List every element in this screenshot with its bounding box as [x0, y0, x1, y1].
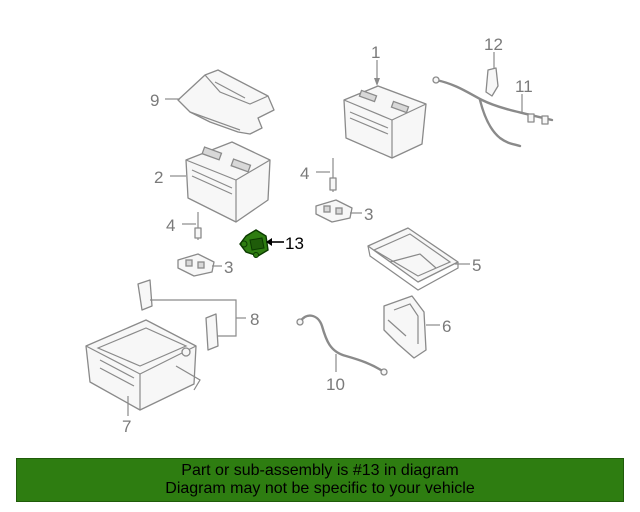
part-4-hold-down-bolt-left[interactable] [194, 212, 202, 240]
callout-10: 10 [326, 375, 345, 394]
part-2-battery[interactable] [185, 141, 271, 223]
part-3-hold-down-clamp-left[interactable] [177, 253, 215, 277]
part-3-hold-down-clamp-center[interactable] [315, 199, 353, 223]
info-banner: Part or sub-assembly is #13 in diagram D… [16, 458, 624, 502]
callout-12: 12 [484, 35, 503, 54]
callout-3-center: 3 [364, 205, 373, 224]
callout-1: 1 [371, 43, 380, 62]
callout-5: 5 [472, 256, 481, 275]
callout-4-center: 4 [300, 164, 309, 183]
callout-4-left: 4 [166, 216, 175, 235]
part-7-battery-box[interactable] [85, 319, 201, 411]
part-1-battery[interactable] [343, 85, 427, 159]
callout-3-left: 3 [224, 258, 233, 277]
banner-line-1: Part or sub-assembly is #13 in diagram [181, 462, 459, 479]
part-13-highlighted[interactable] [239, 229, 269, 258]
part-5-battery-tray[interactable] [367, 227, 459, 291]
callout-2: 2 [154, 168, 163, 187]
callout-11: 11 [515, 77, 533, 96]
part-8-support-brackets[interactable] [137, 279, 219, 351]
part-9-battery-cover[interactable] [177, 69, 275, 135]
banner-line-2: Diagram may not be specific to your vehi… [165, 480, 475, 497]
part-11-wiring-harness[interactable] [432, 76, 554, 148]
part-6-heat-shield[interactable] [383, 295, 427, 359]
callout-8: 8 [250, 310, 259, 329]
part-10-cable[interactable] [296, 314, 388, 376]
part-4-hold-down-bolt-center[interactable] [329, 158, 337, 192]
callout-9: 9 [150, 91, 159, 110]
callout-6: 6 [442, 317, 451, 336]
callout-7: 7 [122, 417, 131, 436]
part-12-bracket[interactable] [485, 67, 499, 97]
callout-13: 13 [285, 234, 304, 253]
parts-diagram: 9 2 4 3 13 [85, 35, 554, 436]
